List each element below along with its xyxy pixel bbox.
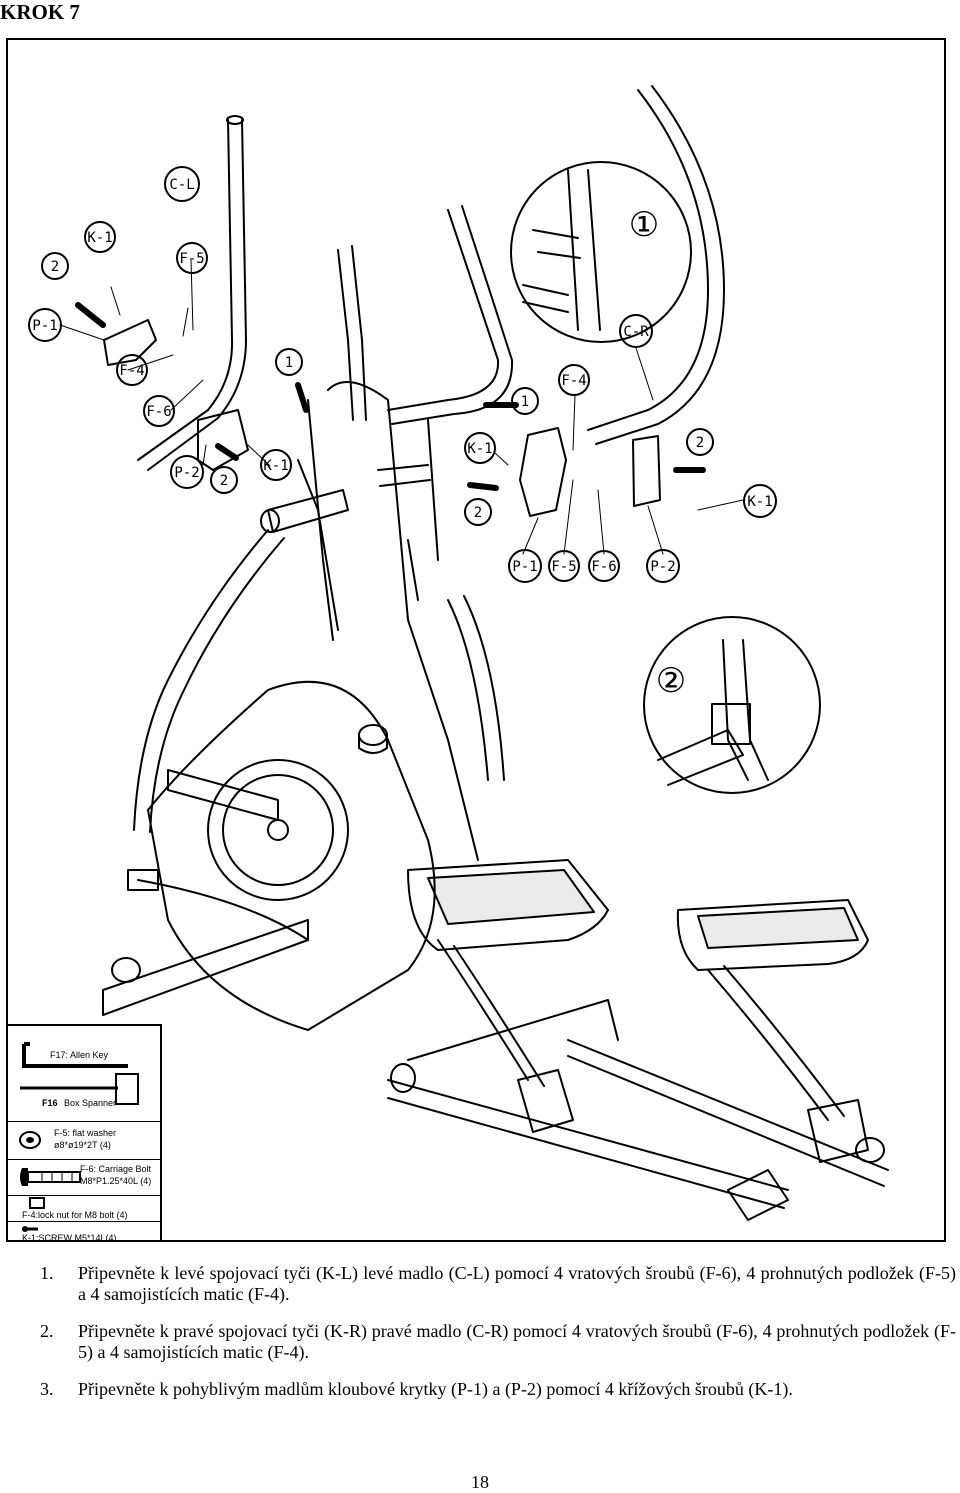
instruction-text: Připevněte k levé spojovací tyči (K-L) l… [78,1263,956,1304]
instructions-list: 1. Připevněte k levé spojovací tyči (K-L… [40,1263,956,1416]
callout-f-4-right: F-4 [561,373,586,389]
callout-2-right-bottom: 2 [474,505,482,521]
callout-circle-f-4-left [116,354,148,386]
callout-circle-2-right-bottom [464,498,492,526]
f17-label: F17: Allen Key [50,1050,109,1060]
callout-2-left-top: 2 [51,259,59,275]
detail-marker-1: ① [629,205,659,245]
callout-2-left-bottom: 2 [220,473,228,489]
callout-circle-c-l [164,166,200,202]
carriage-bolt-icon [20,1168,81,1186]
callout-circle-k-1-right [464,432,496,464]
lock-nut-icon [29,1197,45,1209]
step-title: KROK 7 [0,0,80,24]
callout-circle-2-left-bottom [210,466,238,494]
f16-code: F16 [42,1098,58,1108]
f5-label: F-5: flat washer [54,1128,117,1138]
callout-2-right-top: 2 [696,435,704,451]
callout-circle-k-1-left [84,221,116,253]
instruction-text: Připevněte k pohyblivým madlům kloubové … [78,1379,793,1399]
callout-circle-p-1-right [508,549,542,583]
left-handlebar [137,119,234,461]
instruction-text: Připevněte k pravé spojovací tyči (K-R) … [78,1321,956,1362]
f6-label: F-6: Carriage Bolt [80,1164,152,1174]
callout-circle-2-right-top [686,428,714,456]
f6-spec: M8*P1.25*40L (4) [80,1176,152,1186]
callout-p-2-right: P-2 [650,559,675,575]
tool-row-bolt: F-6: Carriage Bolt M8*P1.25*40L (4) [8,1159,160,1195]
tool-row-screw: K-1:SCREW M5*14L(4) [8,1221,160,1242]
hardware-legend: F17: Allen Key F16 Box Spanner F-5: flat… [8,1024,162,1242]
callout-circle-f-4-right [558,364,590,396]
instruction-number: 1. [40,1263,54,1283]
instruction-item: 3. Připevněte k pohyblivým madlům kloubo… [40,1379,956,1400]
callout-1-right: 1 [521,394,529,410]
instruction-item: 2. Připevněte k pravé spojovací tyči (K-… [40,1321,956,1363]
f4-label: F-4:lock nut for M8 bolt (4) [22,1210,128,1220]
allen-key-icon [20,1042,139,1105]
callout-circle-2-left-top [41,252,69,280]
callout-f-6-left: F-6 [146,404,171,420]
callout-circle-f-5-left [176,242,208,274]
tool-row-washer: F-5: flat washer ø8*ø19*2T (4) [8,1121,160,1159]
f16-label: Box Spanner [64,1098,117,1108]
callout-p-2-left: P-2 [174,465,199,481]
callout-circle-p-1-left [28,308,62,342]
assembly-figure: C-L K-1 F-5 2 P-1 F-4 F-6 1 P-2 2 K-1 C-… [6,38,946,1242]
callout-k-1-left: K-1 [87,230,112,246]
callout-1-left: 1 [285,355,293,371]
detail-marker-2: ② [656,661,686,701]
callout-circle-f-6-left [143,395,175,427]
tool-row-tools: F17: Allen Key F16 Box Spanner [8,1026,160,1121]
callout-circle-f-5-right [548,550,580,582]
callout-f-5-left: F-5 [179,251,204,267]
tool-row-nut: F-4:lock nut for M8 bolt (4) [8,1195,160,1221]
screw-icon [22,1226,38,1232]
callout-circle-1-right [511,387,539,415]
callout-circle-p-2-left [170,455,204,489]
washer-icon [19,1131,41,1149]
callout-circle-k-1-left-bottom [260,449,292,481]
callout-f-5-right: F-5 [551,559,576,575]
left-pedal [407,859,609,951]
instruction-number: 2. [40,1321,54,1341]
callout-c-r: C-R [623,324,649,340]
callout-k-1-right-far: K-1 [747,494,772,510]
f5-spec: ø8*ø19*2T (4) [54,1140,111,1150]
detail-circle-1 [510,161,692,343]
callout-circle-1-left [275,348,303,376]
instruction-number: 3. [40,1379,54,1399]
detail-circle-2 [643,616,821,794]
callout-circle-f-6-right [588,550,620,582]
callout-p-1-right: P-1 [512,559,537,575]
right-pedal [676,899,869,971]
callout-f-4-left: F-4 [119,363,144,379]
callout-circle-p-2-right [646,549,680,583]
k1-label: K-1:SCREW M5*14L(4) [22,1233,117,1242]
callout-k-1-right: K-1 [467,441,492,457]
flywheel-housing [147,680,436,1031]
callout-circle-c-r [619,314,653,348]
callout-p-1-left: P-1 [32,318,57,334]
instruction-item: 1. Připevněte k levé spojovací tyči (K-L… [40,1263,956,1305]
page-number: 18 [471,1472,489,1492]
callout-labels: C-L K-1 F-5 2 P-1 F-4 F-6 1 P-2 2 K-1 C-… [32,177,772,701]
callout-circle-k-1-right-far [743,484,777,518]
callout-c-l: C-L [169,177,194,193]
callout-f-6-right: F-6 [591,559,616,575]
elliptical-trainer-drawing: C-L K-1 F-5 2 P-1 F-4 F-6 1 P-2 2 K-1 C-… [28,85,889,1221]
callout-k-1-left-bottom: K-1 [263,458,288,474]
right-handlebar [587,89,709,431]
